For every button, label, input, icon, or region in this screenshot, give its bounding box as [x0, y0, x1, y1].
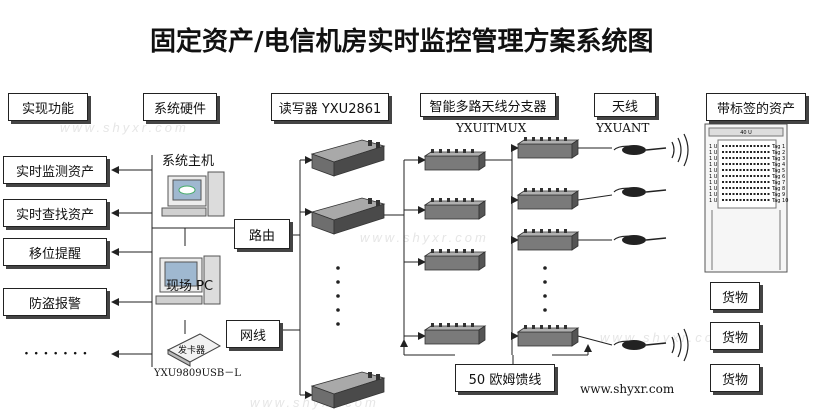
- function-realtime-locate: 实时查找资产: [3, 199, 107, 227]
- rack-slot-label: 1 U: [709, 144, 718, 150]
- mux-model-label: YXUITMUX: [456, 121, 527, 135]
- header-hardware: 系统硬件: [143, 93, 217, 121]
- card-issuer-icon: [166, 333, 222, 367]
- header-assets: 带标签的资产: [706, 93, 806, 121]
- rack-slot-label: 1 U: [709, 150, 718, 156]
- function-realtime-monitor: 实时监测资产: [3, 156, 107, 184]
- rack-tag-label: Tag 1: [771, 144, 785, 150]
- function-more: · · · · · · ·: [24, 346, 88, 362]
- reader-device: [311, 139, 385, 177]
- rack-slot-label: 1 U: [709, 180, 718, 186]
- rack-slot-label: 1 U: [709, 156, 718, 162]
- watermark: www.shyxr.com: [60, 120, 189, 135]
- antenna-icon: [613, 339, 667, 351]
- mux-device: [424, 322, 486, 345]
- reader-device: [311, 197, 385, 235]
- rack-slot-label: 1 U: [709, 186, 718, 192]
- rack-slot-label: 1 U: [709, 198, 718, 204]
- rack-tag-label: Tag 4: [771, 162, 785, 168]
- rack-slot-label: 1 U: [709, 192, 718, 198]
- rack-slot-label: 1 U: [709, 162, 718, 168]
- rack-slot-label: 1 U: [709, 174, 718, 180]
- radio-waves-icon: [671, 328, 689, 362]
- feed-cable-box: 50 欧姆馈线: [455, 364, 555, 392]
- rack-tag-label: Tag 9: [771, 192, 785, 198]
- radio-waves-icon: [671, 133, 689, 167]
- rack-tag-label: Tag 8: [771, 186, 785, 192]
- mux-device: [424, 148, 486, 171]
- goods-box: 货物: [710, 282, 760, 310]
- rack-tag-label: Tag 5: [771, 168, 785, 174]
- host-label: 系统主机: [162, 154, 215, 169]
- mux-device: [424, 197, 486, 220]
- mux-device: [517, 187, 579, 210]
- reader-device: [311, 371, 385, 409]
- function-anti-theft: 防盗报警: [3, 288, 107, 316]
- page-title: 固定资产/电信机房实时监控管理方案系统图: [150, 27, 654, 57]
- rack-tag-label: Tag 3: [771, 156, 785, 162]
- card-issuer-label: 发卡器: [178, 346, 206, 356]
- header-reader: 读写器 YXU2861: [271, 93, 389, 121]
- router-box: 路由: [234, 219, 290, 249]
- rack-slot-label: 1 U: [709, 168, 718, 174]
- mux-device: [424, 248, 486, 271]
- mux-device: [517, 136, 579, 159]
- host-computer-icon: [161, 171, 225, 217]
- server-rack-icon: 40 U 1 U Tag 1 1 U Tag 2 1 U Tag 3 1 U Tag 4 1 U T…: [704, 123, 788, 273]
- rack-tag-label: Tag 7: [771, 180, 785, 186]
- mux-device: [517, 324, 579, 347]
- mux-device: [517, 228, 579, 251]
- header-antenna: 天线: [594, 93, 656, 117]
- antenna-icon: [613, 144, 667, 156]
- watermark: www.shyxr.com: [360, 230, 489, 245]
- antenna-icon: [613, 186, 667, 198]
- website-url: www.shyxr.com: [580, 382, 675, 396]
- field-pc-icon: [155, 255, 221, 305]
- rack-tag-label: Tag 2: [771, 150, 785, 156]
- function-move-alert: 移位提醒: [3, 238, 107, 266]
- goods-box: 货物: [710, 322, 760, 350]
- rack-header: 40 U: [740, 130, 752, 136]
- network-cable-box: 网线: [226, 320, 280, 348]
- antenna-icon: [613, 234, 667, 246]
- card-issuer-model: YXU9809USB－L: [154, 368, 241, 379]
- rack-tag-label: Tag 10: [771, 198, 788, 204]
- header-functions: 实现功能: [8, 93, 88, 121]
- rack-tag-label: Tag 6: [771, 174, 785, 180]
- field-pc-label: 现场 PC: [166, 279, 214, 294]
- goods-box: 货物: [710, 364, 760, 392]
- antenna-model-label: YXUANT: [596, 121, 650, 135]
- header-mux: 智能多路天线分支器: [420, 93, 556, 117]
